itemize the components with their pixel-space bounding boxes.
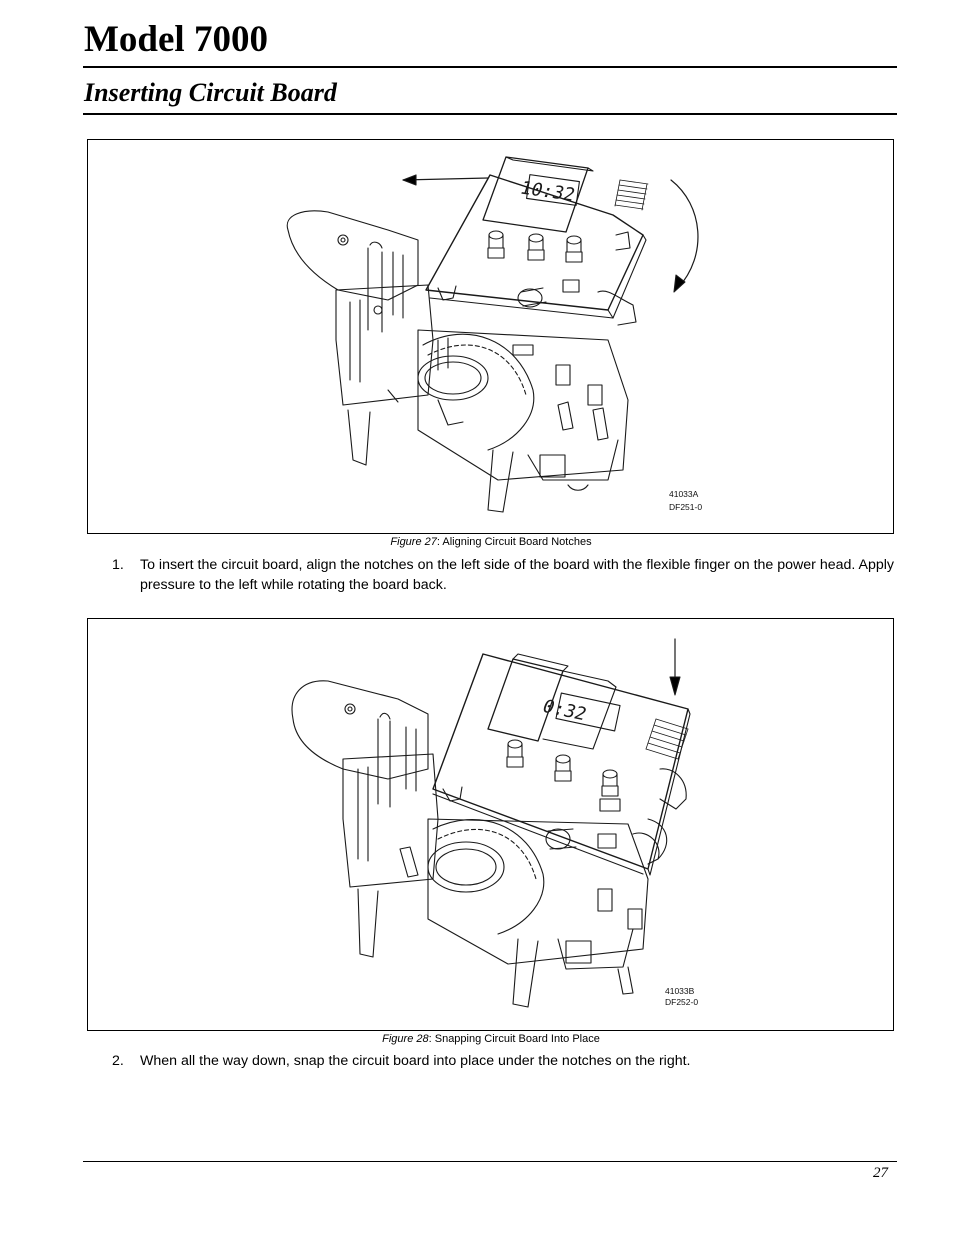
step-2-text: When all the way down, snap the circuit … <box>140 1053 691 1069</box>
step-1-text: To insert the circuit board, align the n… <box>140 557 894 593</box>
figure-27-frame: 10:32 41033A DF251-0 <box>87 139 894 534</box>
page-title: Model 7000 <box>84 19 268 60</box>
figure-28-illustration: 0:32 <box>291 638 691 1008</box>
step-1: 1. To insert the circuit board, align th… <box>112 556 897 595</box>
figure-27-caption: Figure 27: Aligning Circuit Board Notche… <box>0 535 954 549</box>
figure-28-code-2: DF252-0 <box>665 997 699 1007</box>
step-2-number: 2. <box>112 1053 124 1069</box>
figure-28-display-text: 0:32 <box>539 696 589 725</box>
figure-28-frame: 0:32 41033B DF252-0 <box>87 618 894 1031</box>
figure-27-code-1: 41033A <box>669 489 699 499</box>
step-2: 2. When all the way down, snap the circu… <box>112 1052 897 1072</box>
figure-28-code-1: 41033B <box>665 986 695 996</box>
section-title: Inserting Circuit Board <box>84 78 337 107</box>
figure-27-label: Figure 27 <box>390 536 437 548</box>
section-rule <box>83 113 897 115</box>
figure-27-display-text: 10:32 <box>517 178 577 206</box>
figure-27-caption-text: : Aligning Circuit Board Notches <box>436 536 592 548</box>
figure-27-illustration: 10:32 <box>286 156 699 513</box>
footer-rule <box>83 1161 897 1162</box>
figure-28-label: Figure 28 <box>382 1033 429 1045</box>
figure-28-caption: Figure 28: Snapping Circuit Board Into P… <box>0 1032 954 1046</box>
figure-27-code-2: DF251-0 <box>669 502 703 512</box>
title-rule <box>83 66 897 68</box>
figure-28-caption-text: : Snapping Circuit Board Into Place <box>428 1033 600 1045</box>
page-number: 27 <box>873 1165 888 1181</box>
step-1-number: 1. <box>112 557 124 573</box>
